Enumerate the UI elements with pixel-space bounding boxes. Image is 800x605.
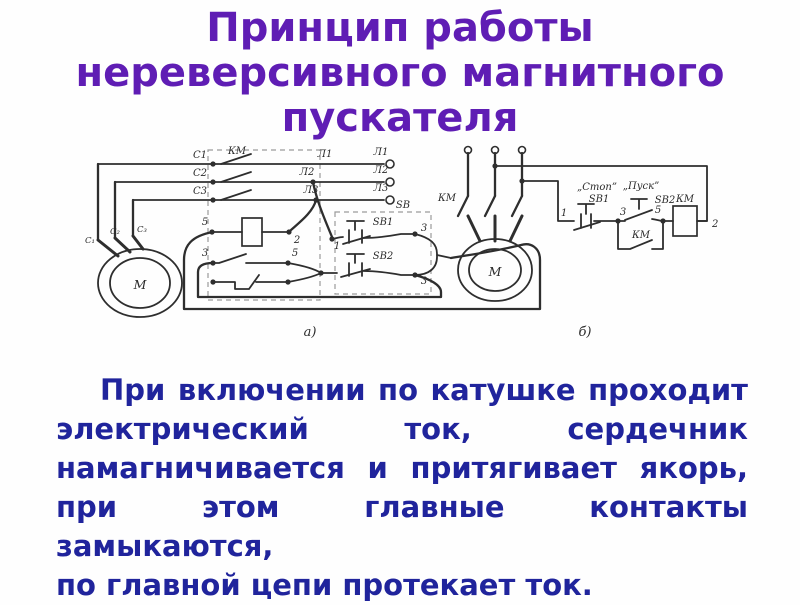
stop-button-a xyxy=(329,220,418,245)
title-line-2: нереверсивного магнитного xyxy=(75,50,725,96)
label-aux-km: КМ xyxy=(631,230,651,241)
label-node-2-b: 2 xyxy=(711,219,718,230)
label-sb2-a: SB2 xyxy=(373,251,394,262)
label-node-1-b: 1 xyxy=(561,208,567,219)
motor-b-label: М xyxy=(488,264,503,279)
diagram-a: М xyxy=(85,146,542,340)
label-km-main-b: КМ xyxy=(437,193,457,204)
aux-and-thermal-a xyxy=(210,253,338,290)
label-c2: С2 xyxy=(193,168,207,179)
label-stop: „Стоп” xyxy=(577,182,617,193)
slide-title: Принцип работы нереверсивного магнитного… xyxy=(0,6,800,141)
motor-a: М xyxy=(97,248,183,318)
label-start: „Пуск” xyxy=(623,181,659,192)
motor-a-label: М xyxy=(133,277,148,292)
label-km-main-a: КМ xyxy=(227,146,247,157)
circuit-figure: М xyxy=(85,142,740,342)
label-l1: Л1 xyxy=(317,149,333,160)
label-node-3-upper: 3 xyxy=(421,223,427,234)
label-node-1-a: 1 xyxy=(334,241,340,252)
label-l2: Л2 xyxy=(299,167,315,178)
label-sb-box: SB xyxy=(396,200,410,211)
circuit-diagram: М xyxy=(85,145,718,340)
label-motor-lead-c1: С₁ xyxy=(85,236,95,246)
power-bus-lines xyxy=(96,153,395,258)
label-c3: С3 xyxy=(193,186,207,197)
paragraph-line-5: по главной цепи протекает ток. xyxy=(56,568,593,602)
label-l3: Л3 xyxy=(303,185,319,196)
label-motor-lead-c3: С₃ xyxy=(137,225,148,235)
label-coil-node-2: 2 xyxy=(293,235,300,246)
line-terminal-3 xyxy=(385,195,395,205)
paragraph-line-2: электрический ток, сердечник xyxy=(56,412,748,446)
caption-a: а) xyxy=(304,325,317,340)
button-dashed-box xyxy=(334,211,432,295)
label-node-5-b: 5 xyxy=(655,205,661,216)
wiring-loops-a xyxy=(182,230,542,311)
slide-paragraph: При включении по катушке проходит электр… xyxy=(56,371,748,605)
label-sb1-a: SB1 xyxy=(373,217,394,228)
label-sb1-b: SB1 xyxy=(589,194,610,205)
label-coil-km: КМ xyxy=(675,194,695,205)
diagram-b: М КМ „Стоп” SB1 1 3 „Пуск” xyxy=(437,145,718,340)
title-line-1: Принцип работы xyxy=(206,5,594,51)
control-circuit-b xyxy=(494,165,708,250)
paragraph-line-4: при этом главные контакты замыкаются, xyxy=(56,490,748,563)
coil-a xyxy=(209,180,334,247)
label-node-3-b: 3 xyxy=(620,207,626,218)
label-node-3-lower: 3 xyxy=(421,276,427,287)
label-c1: С1 xyxy=(193,150,207,161)
title-line-3: пускателя xyxy=(281,95,519,141)
label-sb2-b: SB2 xyxy=(655,195,676,206)
label-terminal-l3: Л3 xyxy=(373,183,389,194)
label-coil-node-5: 5 xyxy=(202,217,208,228)
label-aux-node-3: 3 xyxy=(202,248,208,259)
label-aux-node-5: 5 xyxy=(292,248,298,259)
motor-b: М xyxy=(457,238,533,302)
label-terminal-l1: Л1 xyxy=(373,147,389,158)
paragraph-line-3: намагничивается и притягивает якорь, xyxy=(56,451,748,485)
label-terminal-l2: Л2 xyxy=(373,165,389,176)
start-button-a xyxy=(340,253,418,278)
supply-and-main-contacts-b xyxy=(456,145,527,243)
paragraph-line-1: При включении по катушке проходит xyxy=(100,373,748,407)
line-terminal-2 xyxy=(385,177,395,187)
caption-b: б) xyxy=(578,325,591,340)
label-motor-lead-c2: С₂ xyxy=(110,227,121,237)
contactor-dashed-box xyxy=(207,149,321,301)
line-terminal-1 xyxy=(385,159,395,169)
